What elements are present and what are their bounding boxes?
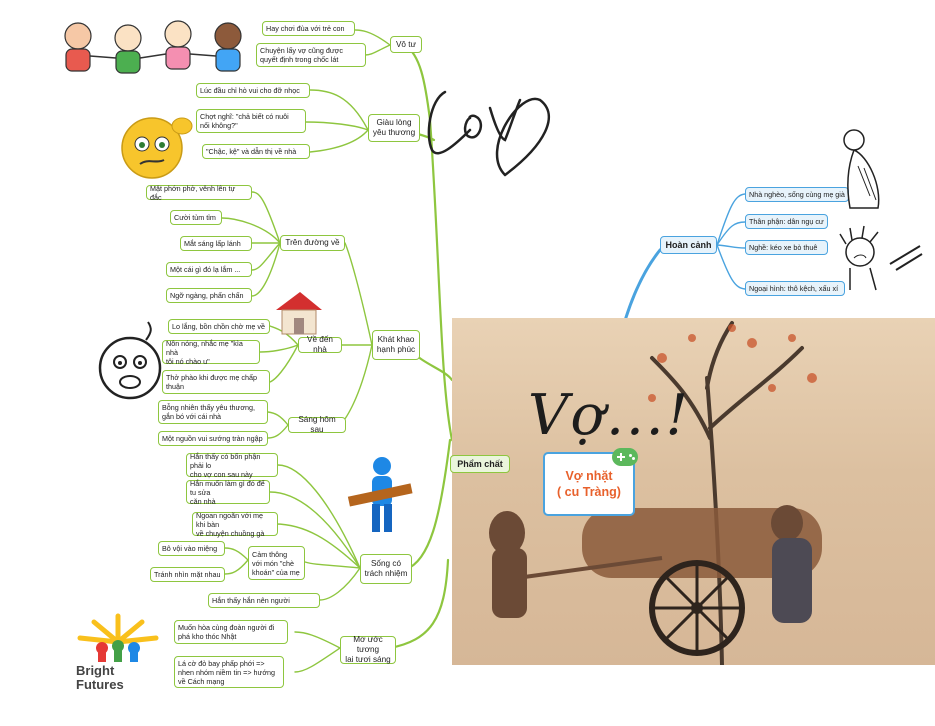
mo-uoc-item[interactable]: Muốn hòa cùng đoàn người đi phá kho thóc… bbox=[174, 620, 288, 644]
branch-hoan-canh[interactable]: Hoàn cảnh bbox=[660, 236, 717, 254]
tren-duong-item[interactable]: Mắt sáng lấp lánh bbox=[180, 236, 252, 251]
logo-text-line2: Futures bbox=[76, 677, 124, 692]
hoan-canh-item[interactable]: Thân phận: dân ngụ cư bbox=[745, 214, 828, 229]
ink-painting-background bbox=[452, 318, 935, 667]
hoan-canh-item[interactable]: Nghề: kéo xe bò thuê bbox=[745, 240, 828, 255]
logo-text-line1: Bright bbox=[76, 663, 115, 678]
house-icon bbox=[276, 292, 322, 335]
topic-ve-den-nha[interactable]: Về đến nhà bbox=[298, 335, 342, 354]
topic-tren-duong-ve[interactable]: Trên đường về bbox=[280, 235, 345, 251]
ve-den-item[interactable]: Lo lắng, bồn chồn chờ mẹ về bbox=[168, 319, 270, 334]
hoan-canh-item[interactable]: Nhà nghèo, sống cùng mẹ già bbox=[745, 187, 849, 202]
bright-futures-sun-icon bbox=[77, 613, 159, 662]
vo-tu-item[interactable]: Hay chơi đùa với trẻ con bbox=[262, 21, 355, 36]
old-woman-sketch-icon bbox=[843, 129, 880, 209]
hoan-canh-item[interactable]: Ngoại hình: thô kệch, xấu xí bbox=[745, 281, 845, 296]
vo-tu-item[interactable]: Chuyện lấy vợ cũng được quyết định trong… bbox=[256, 43, 366, 67]
giau-long-item[interactable]: Lúc đầu chỉ hò vui cho đỡ nhọc bbox=[196, 83, 310, 98]
ve-den-item[interactable]: Thở phào khi được mẹ chấp thuận bbox=[162, 370, 270, 394]
topic-song-co-trach-nhiem[interactable]: Sống có trách nhiệm bbox=[360, 554, 412, 584]
branch-pham-chat[interactable]: Phẩm chất bbox=[450, 455, 510, 473]
tren-duong-item[interactable]: Một cái gì đó lạ lắm ... bbox=[166, 262, 252, 277]
giau-long-item[interactable]: "Chậc, kệ" và dẫn thị về nhà bbox=[202, 144, 310, 159]
central-topic-line1: Vợ nhặt bbox=[565, 469, 613, 483]
sang-hom-item[interactable]: Một nguồn vui sướng tràn ngập bbox=[158, 431, 268, 446]
tren-duong-item[interactable]: Ngỡ ngàng, phấn chấn bbox=[166, 288, 252, 303]
song-co-item[interactable]: Hắn thấy có bổn phận phải lo cho vợ con … bbox=[186, 452, 278, 479]
song-co-item[interactable]: Ngoan ngoãn với mẹ khi bàn về chuyện chu… bbox=[192, 511, 278, 538]
gamepad-icon bbox=[612, 448, 638, 466]
central-topic-line2: ( cu Tràng) bbox=[557, 485, 621, 499]
confused-emoji-icon bbox=[121, 117, 193, 179]
painting-title-script: Vợ...! bbox=[528, 383, 691, 448]
tren-duong-item[interactable]: Cười tủm tỉm bbox=[170, 210, 222, 225]
ve-den-item[interactable]: Nôn nóng, nhắc mẹ "kìa nhà tôi nó chào u… bbox=[162, 339, 260, 366]
song-co-item[interactable]: Hắn muốn làm gì đó để tu sửa căn nhà bbox=[186, 479, 270, 506]
song-co-item[interactable]: Hắn thấy hắn nên người bbox=[208, 593, 320, 608]
worried-man-sketch-icon bbox=[839, 225, 923, 291]
cam-thong-item[interactable]: Bô vội vào miệng bbox=[158, 541, 225, 556]
worker-carrying-plank-icon bbox=[347, 457, 413, 532]
cam-thong-item[interactable]: Tránh nhìn mặt nhau bbox=[150, 567, 225, 582]
topic-mo-uoc-tuong-lai[interactable]: Mơ ước tương lai tươi sáng bbox=[340, 635, 396, 664]
love-script-decoration bbox=[427, 90, 551, 177]
mo-uoc-item[interactable]: Lá cờ đỏ bay phấp phới => nhen nhóm niềm… bbox=[174, 656, 284, 688]
topic-giau-long-yeu-thuong[interactable]: Giàu lòng yêu thương bbox=[368, 114, 420, 142]
children-playing-illustration bbox=[64, 20, 242, 74]
topic-cam-thong[interactable]: Cảm thông với món "chè khoán" của mẹ bbox=[248, 546, 305, 580]
bright-futures-logo: Bright Futures bbox=[72, 612, 164, 698]
topic-vo-tu[interactable]: Vô tư bbox=[390, 36, 422, 53]
topic-khat-khao-hanh-phuc[interactable]: Khát khao hạnh phúc bbox=[372, 330, 420, 360]
painting-scene-art bbox=[489, 321, 822, 667]
giau-long-item[interactable]: Chợt nghĩ: "chả biết có nuôi nổi không?" bbox=[196, 109, 306, 133]
sang-hom-item[interactable]: Bỗng nhiên thấy yêu thương, gắn bó với c… bbox=[158, 400, 268, 424]
scared-bomb-face-icon bbox=[98, 321, 162, 400]
tren-duong-item[interactable]: Mặt phớn phở, vênh lên tự đắc bbox=[146, 184, 252, 202]
topic-sang-hom-sau[interactable]: Sáng hôm sau bbox=[288, 415, 346, 434]
